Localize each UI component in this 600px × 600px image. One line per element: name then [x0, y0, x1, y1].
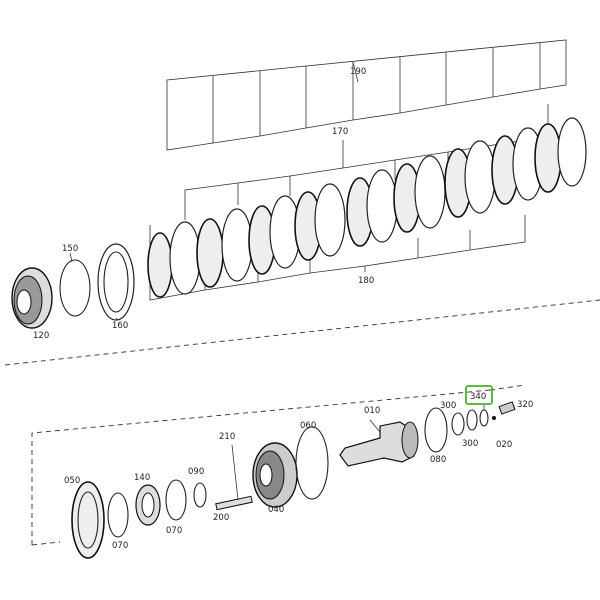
part-060-ring [295, 426, 329, 500]
part-040-carrier [252, 442, 298, 508]
lower-frame-dashed [31, 389, 491, 545]
part-150-ring [59, 252, 91, 317]
clutch-plate [464, 140, 496, 214]
clutch-plate [534, 123, 562, 193]
clutch-plate-stack [147, 117, 587, 298]
label-300-b: 300 [462, 439, 478, 449]
label-020: 020 [496, 440, 512, 450]
part-300-ring-b [466, 409, 478, 431]
part-320-plug [498, 401, 516, 415]
label-080: 080 [430, 455, 446, 465]
label-070-a: 070 [112, 541, 128, 551]
label-150: 150 [62, 244, 78, 254]
part-140-bearing [135, 484, 161, 526]
leader-210 [231, 444, 239, 501]
label-070-b: 070 [166, 526, 182, 536]
label-170: 170 [332, 127, 348, 137]
clutch-plate [196, 218, 224, 288]
part-200-pin [215, 495, 253, 511]
part-070-ring-b [165, 479, 187, 521]
label-090: 090 [188, 467, 204, 477]
part-340-ring [479, 405, 489, 427]
clutch-plate [557, 117, 587, 187]
part-020-ball [492, 416, 496, 420]
label-180: 180 [358, 276, 374, 286]
label-060: 060 [300, 421, 316, 431]
part-080-ring [424, 407, 448, 453]
part-070-ring-a [107, 492, 129, 538]
label-140: 140 [134, 473, 150, 483]
label-010: 010 [364, 406, 380, 416]
label-160: 160 [112, 321, 128, 331]
part-050-disc [71, 481, 105, 559]
label-050: 050 [64, 476, 80, 486]
lower-frame-dashed [31, 541, 61, 546]
lower-frame-dashed [489, 384, 526, 391]
clutch-plate [169, 221, 201, 295]
clutch-plate [147, 232, 173, 298]
part-300-ring-a [451, 412, 465, 436]
label-210: 210 [219, 432, 235, 442]
label-040: 040 [268, 505, 284, 515]
axis-dashed [4, 299, 600, 366]
label-120: 120 [33, 331, 49, 341]
label-190: 190 [350, 67, 366, 77]
label-320: 320 [517, 400, 533, 410]
part-090-ring [193, 482, 207, 508]
part-010-shaft [339, 419, 419, 467]
label-340: 340 [470, 392, 486, 402]
clutch-plate [221, 208, 253, 282]
clutch-plate [414, 155, 446, 229]
part-160-disc [97, 243, 135, 321]
clutch-plate [314, 183, 346, 257]
label-300-a: 300 [440, 401, 456, 411]
highlight-box-340 [465, 385, 493, 405]
label-200: 200 [213, 513, 229, 523]
clutch-plate [366, 169, 398, 243]
part-120-gear [11, 267, 53, 329]
bracket-190 [166, 39, 567, 151]
